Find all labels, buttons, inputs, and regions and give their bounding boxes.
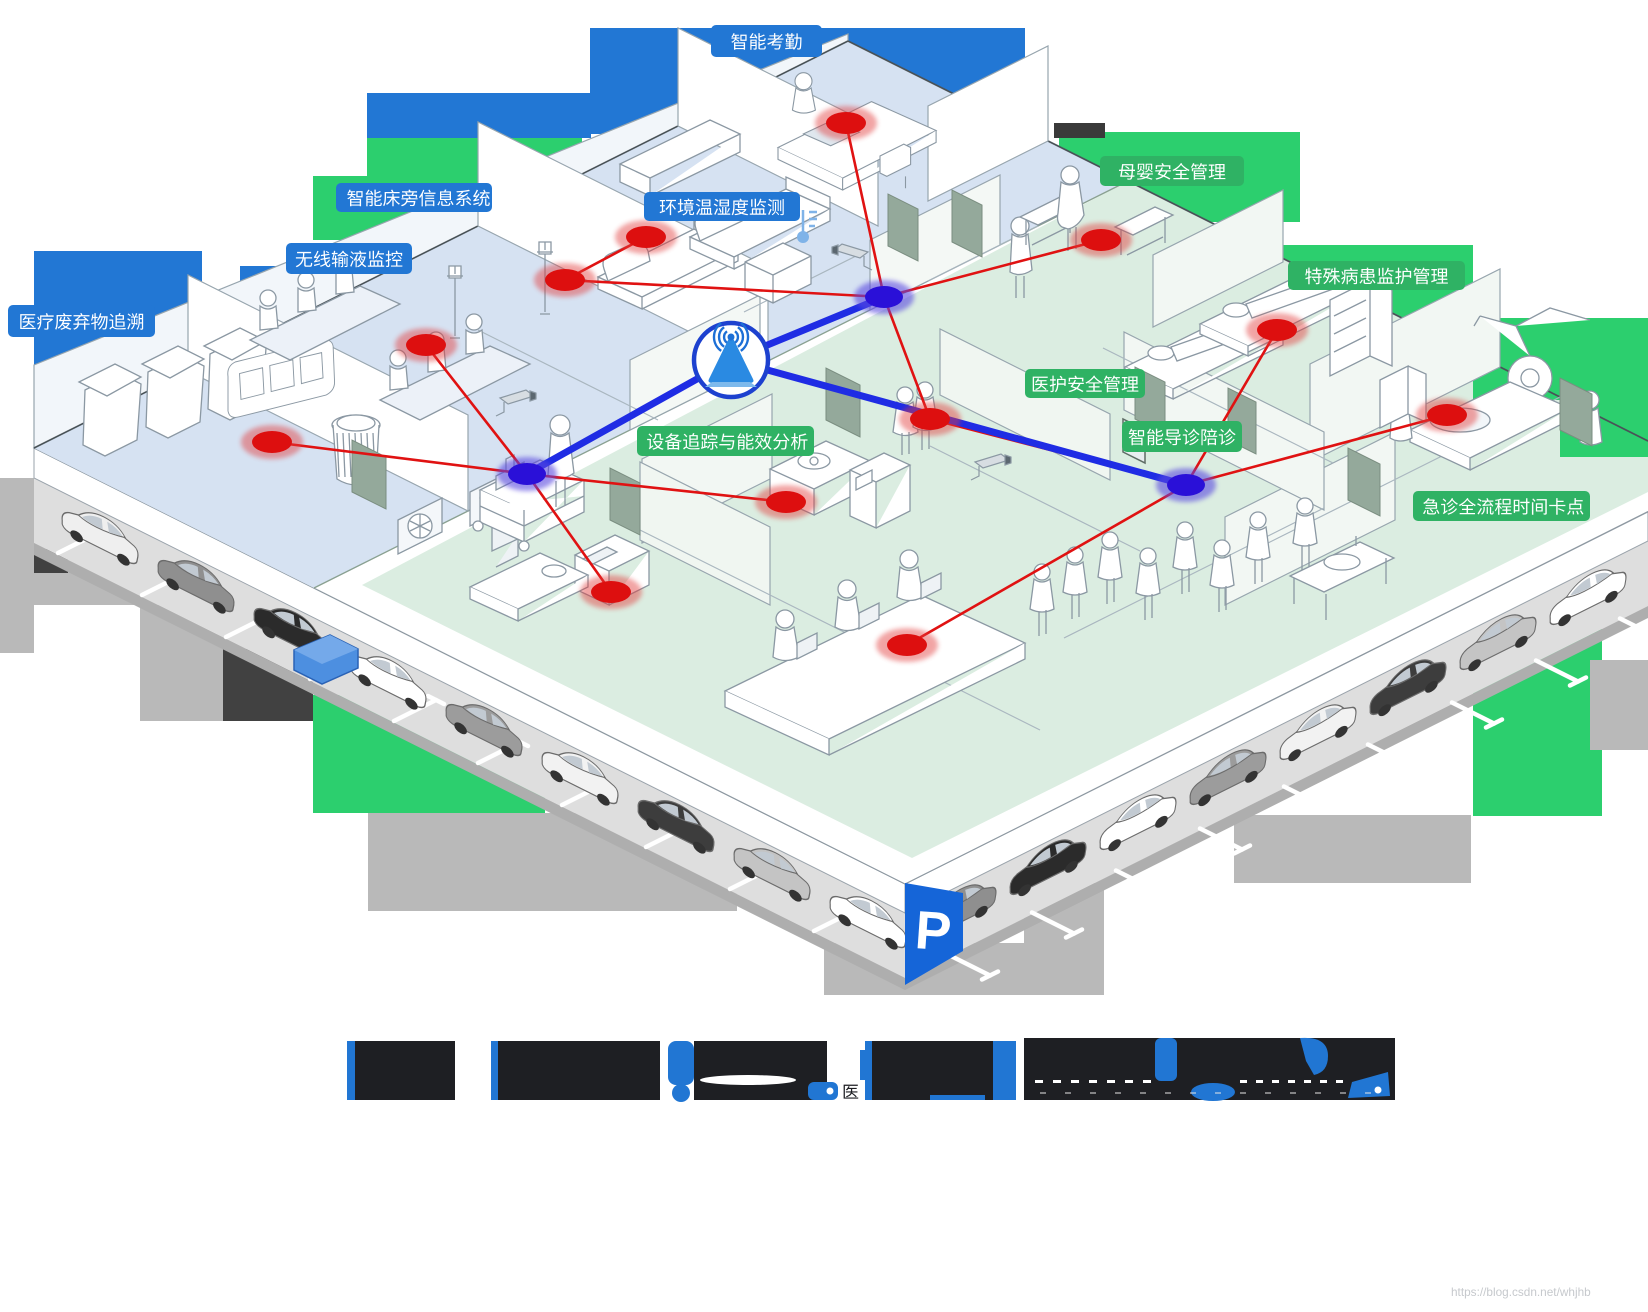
svg-text:P: P bbox=[913, 900, 953, 962]
svg-text:https://blog.csdn.net/whjhb: https://blog.csdn.net/whjhb bbox=[1451, 1285, 1591, 1299]
